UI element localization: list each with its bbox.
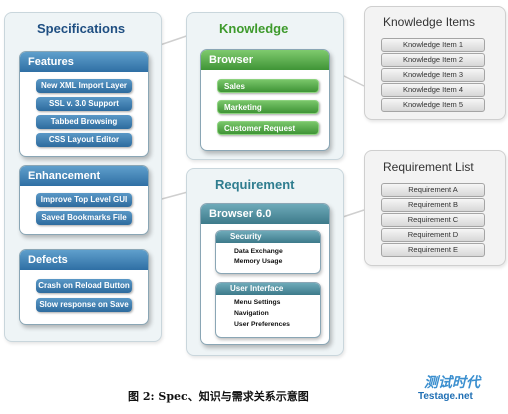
user-interface-title[interactable]: User Interface [216,283,320,295]
defect-item[interactable]: Slow response on Save [36,298,132,312]
knowledge-panel: Knowledge Browser Sales Marketing Custom… [186,12,344,160]
requirement-item[interactable]: Requirement D [381,228,485,242]
browser-title: Browser [201,50,329,70]
watermark-bottom-text: Testage.net [418,391,473,402]
requirement-item[interactable]: Requirement A [381,183,485,197]
knowledge-item[interactable]: Knowledge Item 2 [381,53,485,67]
enhancement-item[interactable]: Saved Bookmarks File [36,211,132,225]
requirement-item[interactable]: Requirement B [381,198,485,212]
knowledge-item[interactable]: Knowledge Item 3 [381,68,485,82]
security-title[interactable]: Security [216,231,320,243]
feature-item[interactable]: Tabbed Browsing [36,115,132,129]
user-interface-box: User Interface Menu Settings Navigation … [215,282,321,338]
security-box: Security Data Exchange Memory Usage [215,230,321,274]
specifications-title: Specifications [37,21,126,36]
enhancement-item[interactable]: Improve Top Level GUI [36,193,132,207]
feature-item[interactable]: CSS Layout Editor [36,133,132,147]
knowledge-item[interactable]: Knowledge Item 5 [381,98,485,112]
knowledge-item[interactable]: Knowledge Item 1 [381,38,485,52]
defect-item[interactable]: Crash on Reload Button [36,279,132,293]
feature-item[interactable]: SSL v. 3.0 Support [36,97,132,111]
user-interface-item: User Preferences [234,321,290,328]
security-item: Data Exchange [234,248,283,255]
requirement-title: Requirement [215,177,295,192]
requirement-item[interactable]: Requirement C [381,213,485,227]
knowledge-items-title: Knowledge Items [383,15,476,29]
browser6-group: Browser 6.0 Security Data Exchange Memor… [200,203,330,345]
enhancement-title: Enhancement [20,166,148,186]
watermark-top-text: 测试时代 [424,374,480,390]
requirement-list-panel: Requirement List Requirement A Requireme… [364,150,506,266]
defects-group: Defects Crash on Reload Button Slow resp… [19,249,149,325]
security-item: Memory Usage [234,258,283,265]
figure-caption: 图 2: Spec、知识与需求关系示意图 [128,390,309,403]
browser-group: Browser Sales Marketing Customer Request [200,49,330,151]
requirement-item[interactable]: Requirement E [381,243,485,257]
user-interface-item: Navigation [234,310,269,317]
browser6-title: Browser 6.0 [201,204,329,224]
requirement-list-title: Requirement List [383,160,474,174]
features-title: Features [20,52,148,72]
specifications-panel: Specifications Features New XML Import L… [4,12,162,342]
defects-title: Defects [20,250,148,270]
user-interface-item: Menu Settings [234,299,281,306]
feature-item[interactable]: New XML Import Layer [36,79,132,93]
knowledge-category[interactable]: Customer Request [217,121,319,135]
features-group: Features New XML Import Layer SSL v. 3.0… [19,51,149,157]
knowledge-item[interactable]: Knowledge Item 4 [381,83,485,97]
knowledge-items-panel: Knowledge Items Knowledge Item 1 Knowled… [364,6,506,120]
knowledge-category[interactable]: Marketing [217,100,319,114]
requirement-panel: Requirement Browser 6.0 Security Data Ex… [186,168,344,356]
watermark: 测试时代 Testage.net [418,372,504,408]
enhancement-group: Enhancement Improve Top Level GUI Saved … [19,165,149,235]
knowledge-title: Knowledge [219,21,289,36]
knowledge-category[interactable]: Sales [217,79,319,93]
